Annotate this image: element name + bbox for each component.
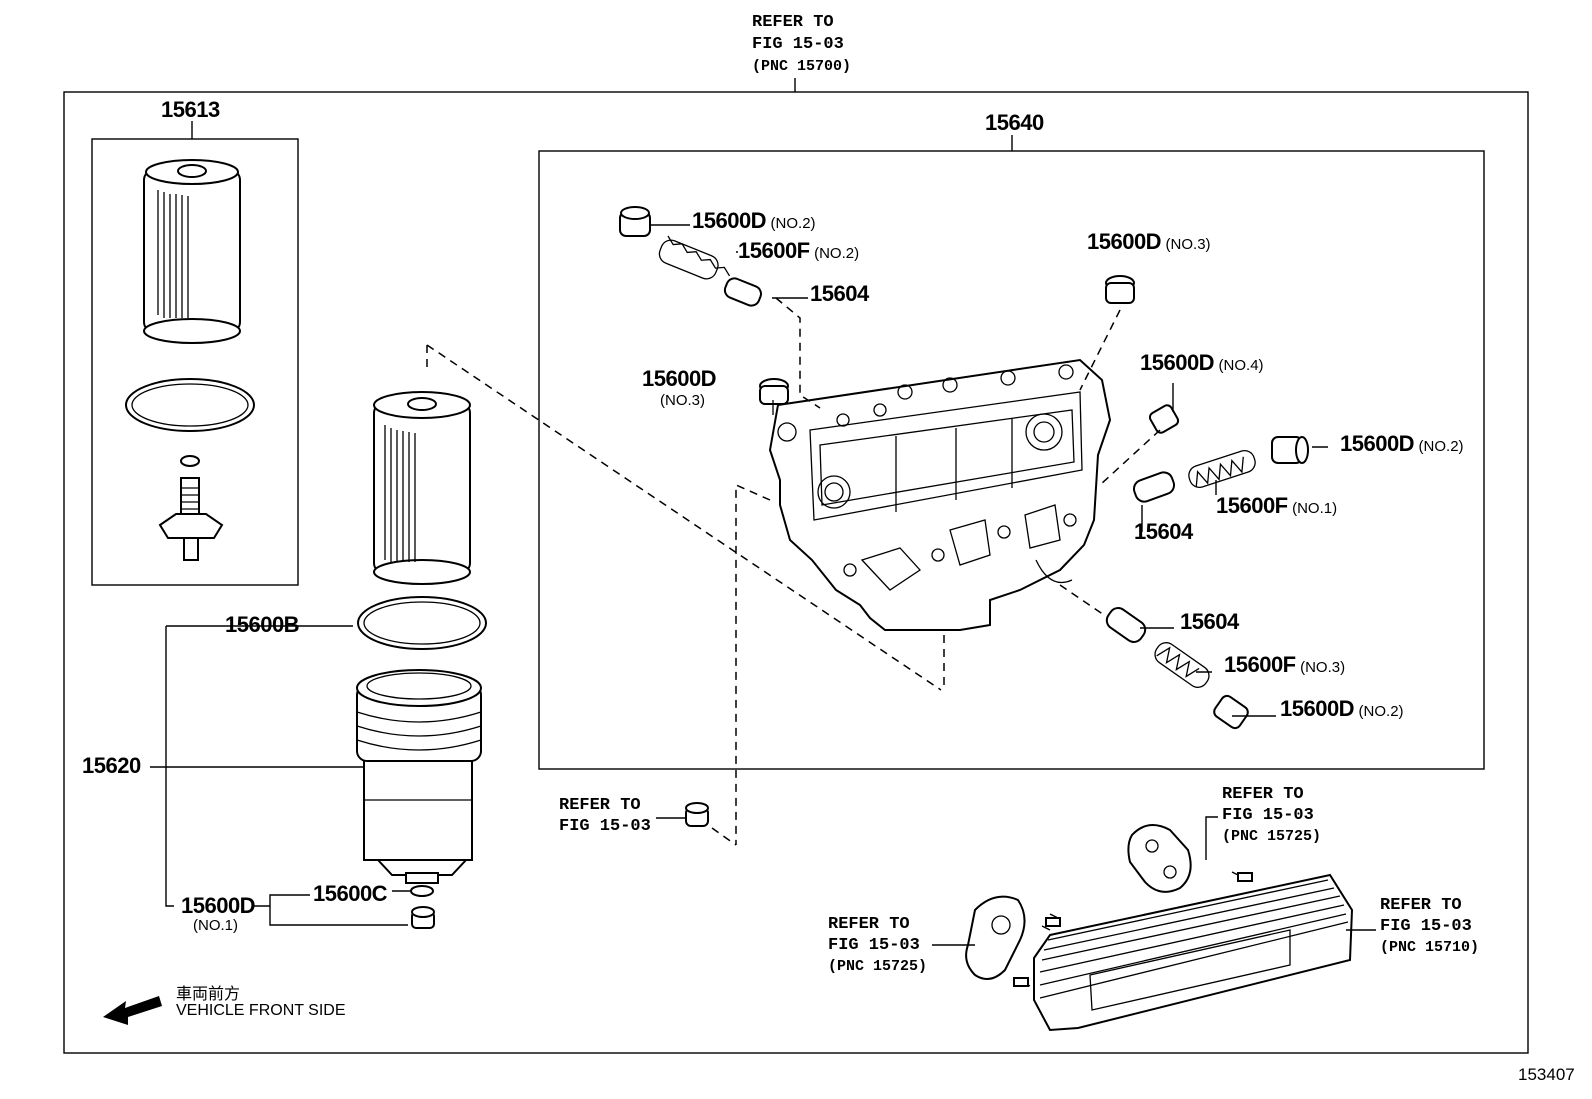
part-label-15640: 15640 <box>985 110 1044 135</box>
label-group-a2: 15600F (NO.2) <box>738 238 859 264</box>
label-group-c: 15600D (NO.3) <box>1087 229 1211 255</box>
ref-gasket-left: REFER TO FIG 15-03 (PNC 15725) <box>828 914 927 977</box>
direction-label-jp: 車両前方 <box>176 984 241 1003</box>
part-label-15600B: 15600B <box>225 612 300 637</box>
label-group-a1: 15600D (NO.2) <box>692 208 816 234</box>
part-label-15600D-b: 15600D <box>642 366 717 391</box>
part-label-15604-a: 15604 <box>810 281 869 306</box>
ref-bolt-line1: REFER TO <box>559 796 641 815</box>
ref-gasket-left-line2: FIG 15-03 <box>828 936 920 955</box>
cooler-gasket-right-illustration <box>1127 824 1192 893</box>
part-label-15613: 15613 <box>161 97 220 122</box>
part-label-15600D-b-no: (NO.3) <box>660 392 705 409</box>
part-label-15600D-e-no: (NO.2) <box>1418 438 1464 455</box>
vehicle-front-arrow-icon <box>103 996 162 1025</box>
ref-bolt-line2: FIG 15-03 <box>559 817 651 836</box>
ref-gasket-right-pnc: (PNC 15725) <box>1222 828 1322 845</box>
figure-number: 153407 <box>1518 1065 1575 1084</box>
part-label-15604-f: 15604 <box>1180 609 1239 634</box>
part-label-15600D-no1-sub: (NO.1) <box>193 917 238 934</box>
part-label-15600F-f: 15600F <box>1224 652 1296 677</box>
label-group-e2: 15600F (NO.1) <box>1216 493 1337 519</box>
part-label-15600D-c-no: (NO.3) <box>1165 236 1211 253</box>
ref-gasket-right: REFER TO FIG 15-03 (PNC 15725) <box>1222 784 1321 847</box>
label-group-f2: 15600F (NO.3) <box>1224 652 1345 678</box>
part-label-15600C: 15600C <box>313 881 388 906</box>
ref-top-line2: FIG 15-03 <box>752 35 844 54</box>
ref-gasket-right-line2: FIG 15-03 <box>1222 806 1314 825</box>
ref-top-line1: REFER TO <box>752 13 834 32</box>
ref-top-pnc: (PNC 15700) <box>752 58 852 75</box>
ref-gasket-right-line1: REFER TO <box>1222 785 1304 804</box>
drain-plug-parts-illustration <box>410 885 435 929</box>
part-label-15600D-f-no: (NO.2) <box>1358 703 1404 720</box>
filter-element-kit-illustration <box>125 159 255 561</box>
part-label-15600D-e: 15600D <box>1340 431 1415 456</box>
ref-cooler: REFER TO FIG 15-03 (PNC 15710) <box>1380 895 1479 958</box>
part-label-15600D-no1: 15600D <box>181 893 256 918</box>
part-label-15600D-d: 15600D <box>1140 350 1215 375</box>
valve-parts-set-c-illustration <box>1105 607 1249 730</box>
cooler-gasket-left-illustration <box>965 895 1026 980</box>
label-group-d: 15600D (NO.4) <box>1140 350 1264 376</box>
part-label-15600F-a-no: (NO.2) <box>814 245 860 262</box>
ref-cooler-line1: REFER TO <box>1380 896 1462 915</box>
part-label-15600F-f-no: (NO.3) <box>1300 659 1346 676</box>
kit-box-15613 <box>91 138 299 586</box>
part-label-15620: 15620 <box>82 753 141 778</box>
oil-filter-element-illustration <box>373 391 471 585</box>
part-label-15600D-a: 15600D <box>692 208 767 233</box>
o-ring-15600B-illustration <box>357 596 487 650</box>
direction-label-en: VEHICLE FRONT SIDE <box>176 1002 346 1019</box>
label-group-f3: 15600D (NO.2) <box>1280 696 1404 722</box>
part-label-15600D-a-no: (NO.2) <box>770 215 816 232</box>
part-label-15600D-d-no: (NO.4) <box>1218 357 1264 374</box>
valve-parts-set-a-illustration <box>619 206 789 415</box>
part-label-15600F-a: 15600F <box>738 238 810 263</box>
ref-bolt: REFER TO FIG 15-03 <box>559 795 651 837</box>
part-label-15600F-e-no: (NO.1) <box>1292 500 1338 517</box>
part-label-15604-e: 15604 <box>1134 519 1193 544</box>
label-group-e1: 15600D (NO.2) <box>1340 431 1464 457</box>
bolt-illustration <box>685 802 709 827</box>
valve-parts-set-b-illustration <box>1105 275 1309 503</box>
ref-cooler-pnc: (PNC 15710) <box>1380 939 1480 956</box>
oil-cooler-housing-illustration <box>768 358 1112 631</box>
ref-top: REFER TO FIG 15-03 (PNC 15700) <box>752 12 851 78</box>
oil-cooler-core-illustration <box>1013 871 1354 1032</box>
part-label-15600D-c: 15600D <box>1087 229 1162 254</box>
ref-gasket-left-line1: REFER TO <box>828 915 910 934</box>
oil-filter-cap-15620-illustration <box>356 669 482 884</box>
outer-frame <box>63 91 1529 1054</box>
ref-gasket-left-pnc: (PNC 15725) <box>828 958 928 975</box>
part-label-15600D-f: 15600D <box>1280 696 1355 721</box>
part-label-15600F-e: 15600F <box>1216 493 1288 518</box>
ref-cooler-line2: FIG 15-03 <box>1380 917 1472 936</box>
